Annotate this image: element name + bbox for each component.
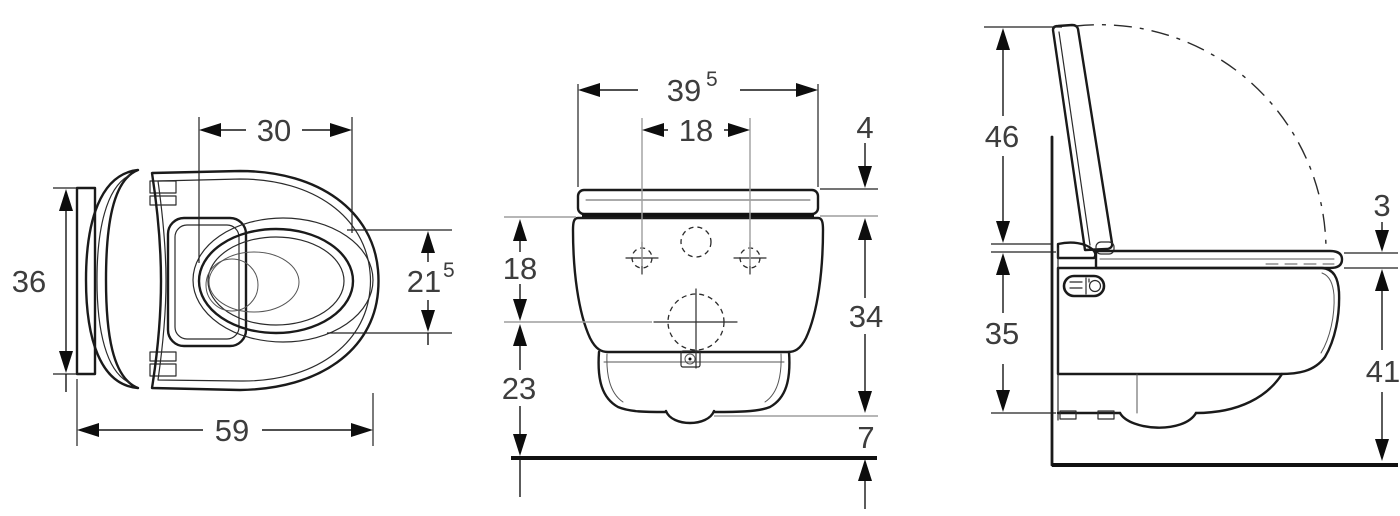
front-view: 39 5 18 4 34 7 [502,68,883,509]
lid-band [576,188,820,216]
dim-label-3: 3 [1373,188,1390,223]
dim-label-18-left: 18 [503,251,537,286]
dim-rim-to-outlet: 18 [503,219,537,321]
wall-plate-top-view [75,186,97,376]
dim-label-21: 21 [407,264,441,299]
dim-label-7: 7 [857,420,874,455]
dim-bowl-opening-depth: 30 [198,113,353,263]
water-supply-hole [680,226,712,258]
lid-swing-arc [1075,24,1327,253]
outlet-fitting [680,350,701,368]
side-view: 46 35 3 41 [984,23,1400,467]
seat-side [1094,249,1344,270]
dim-overall-depth: 59 [76,379,374,448]
dim-label-36: 36 [12,264,46,299]
dim-fixing-distance: 18 [642,113,750,148]
dim-label-59: 59 [215,413,249,448]
dim-ceramic-height: 35 [985,253,1019,412]
drain-outlet-front [653,288,738,369]
lower-shell-side [1056,372,1284,429]
dim-label-30: 30 [257,113,291,148]
hinge-bottom [149,351,177,377]
open-lid-side [1051,23,1115,255]
dim-label-4: 4 [856,110,873,145]
seat-rim [192,217,374,343]
dim-open-lid-height: 46 [985,28,1019,243]
dim-label-35: 35 [985,316,1019,351]
dim-label-18-holes: 18 [679,113,713,148]
drain-bump-side [1118,411,1198,429]
dim-label-46: 46 [985,119,1019,154]
dim-seat-thickness: 3 [1373,188,1391,252]
dim-rim-height: 41 [1366,269,1400,461]
dim-label-34: 34 [849,299,883,334]
seat-outline [150,169,380,392]
open-lid-crescent [84,168,140,390]
body-front [571,216,825,354]
dim-label-21-sup: 5 [443,259,455,282]
seat-opening [197,227,355,335]
dim-label-41: 41 [1366,354,1400,389]
top-view: 30 36 21 5 59 [12,113,455,448]
service-cover [166,216,248,348]
dim-body-height: 34 [849,218,883,413]
dim-label-39-sup: 5 [706,68,718,91]
dim-label-23: 23 [502,371,536,406]
dim-opening-width: 21 5 [327,229,455,345]
dim-label-39: 39 [667,73,701,108]
dim-lid-width: 39 5 [578,68,818,108]
dim-outlet-to-floor: 23 [502,324,536,497]
dim-overall-width: 36 [12,187,80,392]
dim-lid-band-height: 4 [856,110,874,188]
dim-clearance: 7 [857,420,875,509]
bowl-sump [205,258,259,312]
hinge-side [1056,241,1097,260]
drain-bump-front [664,409,716,425]
body-side [1056,266,1341,376]
bowl-waterline [208,251,300,313]
control-panel-icon [1062,274,1106,298]
